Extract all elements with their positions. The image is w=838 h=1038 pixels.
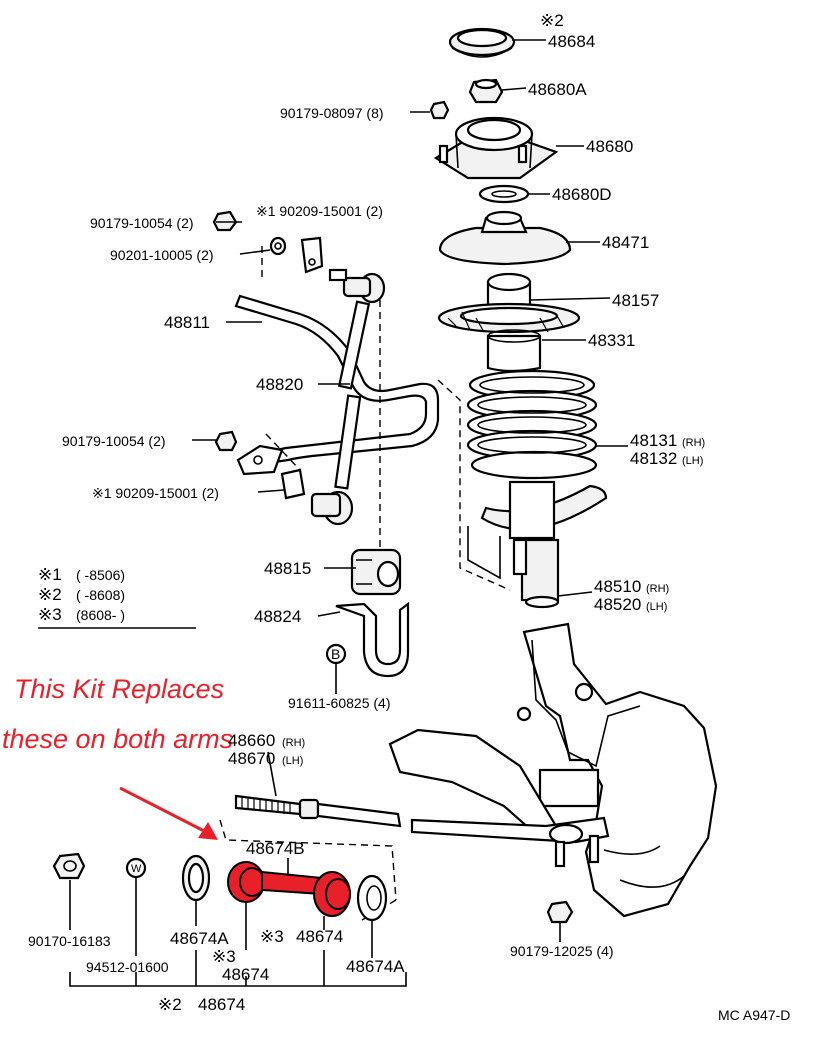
label-48684: 48684 <box>548 32 595 51</box>
label-48680A: 48680A <box>528 80 587 99</box>
label-90209-15001-mid: ※1 90209-15001 (2) <box>92 485 219 501</box>
mark-3-right: ※3 <box>260 927 284 946</box>
bearing-48680D <box>478 184 530 204</box>
kit-collar-48674B[interactable] <box>261 870 323 896</box>
label-48520: 48520 <box>594 595 641 614</box>
washer-90201-10005 <box>269 236 287 256</box>
label-48510: 48510 <box>594 577 641 596</box>
label-48820: 48820 <box>256 375 303 394</box>
label-48132: 48132 <box>630 449 677 468</box>
nut-90179-12025 <box>546 900 574 924</box>
label-48131-side: (RH) <box>682 437 705 449</box>
label-90179-10054-top: 90179-10054 (2) <box>90 215 194 231</box>
bracket-90209-15001-top <box>300 236 324 274</box>
dust-cover-48684 <box>448 27 516 58</box>
mark-2-top: ※2 <box>540 11 564 30</box>
label-94512-01600: 94512-01600 <box>86 959 169 975</box>
bracket-90209-15001-mid <box>280 468 306 500</box>
nut-48680A <box>468 78 504 104</box>
lower-control-arm <box>388 728 610 868</box>
label-90201-10005: 90201-10005 (2) <box>110 247 214 263</box>
label-90179-12025: 90179-12025 (4) <box>510 943 614 959</box>
label-90170-16183: 90170-16183 <box>28 933 111 949</box>
label-48660-side: (RH) <box>282 737 305 749</box>
annotation-arrow <box>119 786 218 840</box>
nut-90179-10054-mid <box>214 430 238 452</box>
insulator-48331 <box>486 329 542 373</box>
steering-knuckle <box>516 622 718 918</box>
label-48680D: 48680D <box>552 185 612 204</box>
label-48660: 48660 <box>228 731 275 750</box>
stabilizer-bar-48811 <box>234 294 440 468</box>
label-48131: 48131 <box>630 431 677 450</box>
label-48674A-left: 48674A <box>170 929 229 948</box>
label-48471: 48471 <box>602 233 649 252</box>
label-48811: 48811 <box>164 313 210 332</box>
label-90179-10054-mid: 90179-10054 (2) <box>62 433 166 449</box>
mark-3-left: ※3 <box>212 947 236 966</box>
label-48670-side: (LH) <box>282 755 303 767</box>
legend-mark-1: ※1 <box>38 565 62 584</box>
label-48510-side: (RH) <box>646 583 669 595</box>
mark-2-bottom: ※2 <box>158 995 182 1014</box>
bolt-mark-b: B <box>331 646 340 662</box>
label-48157: 48157 <box>612 291 659 310</box>
strut-rod-48660-48670 <box>234 794 402 828</box>
legend-mark-2: ※2 <box>38 585 62 604</box>
bracket-lower-left <box>236 444 284 476</box>
legend-range-3: (8608- ) <box>76 607 125 623</box>
label-48674-mid: 48674 <box>222 965 269 984</box>
legend-range-2: ( -8608) <box>76 587 125 603</box>
leader-lines <box>69 39 628 987</box>
label-48680: 48680 <box>586 137 633 156</box>
kit-note-line-1: This Kit Replaces <box>14 674 224 704</box>
label-48815: 48815 <box>264 559 311 578</box>
coil-spring-48131-48132 <box>466 369 598 480</box>
label-48132-side: (LH) <box>682 455 703 467</box>
washer-mark-w: W <box>131 863 142 875</box>
footnote-legend: ※1 ( -8506) ※2 ( -8608) ※3 (8608- ) <box>38 565 196 629</box>
label-48674-right: 48674 <box>296 927 343 946</box>
label-48520-side: (LH) <box>646 601 667 613</box>
label-48674-bottom: 48674 <box>198 995 245 1014</box>
bump-stopper-48157 <box>437 272 581 334</box>
kit-note-line-2: these on both arms <box>2 724 233 754</box>
label-48670: 48670 <box>228 749 275 768</box>
label-91611-60825: 91611-60825 (4) <box>288 695 390 711</box>
bracket-48824 <box>335 601 410 678</box>
kit-bushing-48674-right[interactable] <box>313 871 351 917</box>
shock-absorber-48510-48520 <box>508 480 560 609</box>
kit-bushing-48674-left[interactable] <box>227 861 265 903</box>
retainer-48674A-right <box>356 874 388 922</box>
retainer-48674A-left <box>181 854 211 902</box>
diagram-code: MC A947-D <box>718 1007 790 1023</box>
label-48824: 48824 <box>254 607 301 626</box>
legend-range-1: ( -8506) <box>76 567 125 583</box>
support-48680 <box>433 116 559 180</box>
washer-94512-01600: W <box>125 857 147 879</box>
label-48674B: 48674B <box>246 839 305 858</box>
label-48674A-right: 48674A <box>346 957 405 976</box>
nut-90179-08097 <box>429 100 450 120</box>
legend-mark-3: ※3 <box>38 605 62 624</box>
stabilizer-link-48820 <box>310 268 386 526</box>
label-90179-08097: 90179-08097 (8) <box>280 105 384 121</box>
nut-90179-10054-top <box>212 210 238 232</box>
label-90209-15001-top: ※1 90209-15001 (2) <box>256 203 383 219</box>
upper-seat-48471 <box>438 210 572 266</box>
label-48331: 48331 <box>588 331 635 350</box>
bolt-91611-60825: B <box>325 643 347 665</box>
bushing-48815 <box>350 548 402 596</box>
nut-90170-16183 <box>52 852 86 880</box>
